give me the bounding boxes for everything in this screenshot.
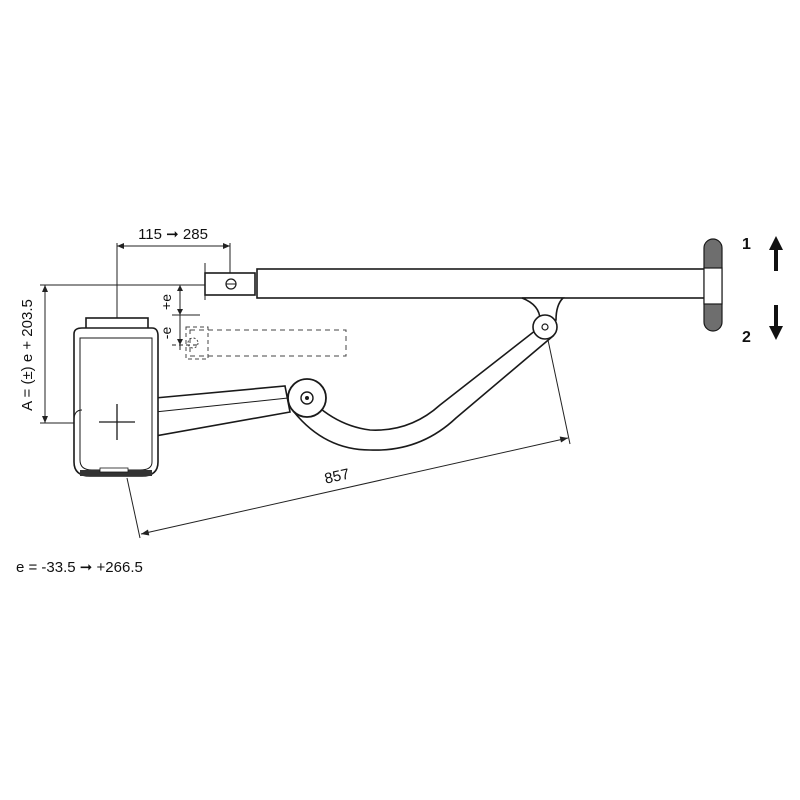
minus-e-label: -e [158,327,174,340]
direction-1-label: 1 [742,236,751,253]
arrow-up-icon [769,236,783,271]
wall-bracket [703,238,723,332]
arm-length-dimension: 857 [126,339,571,539]
curved-arm [293,297,565,451]
straight-arm [154,378,327,437]
plus-e-label: +e [158,294,174,310]
offset-dimension: 115 ➞ 285 [116,226,231,330]
mounting-bar [204,263,713,300]
arm-pivot-icon [532,314,558,340]
height-formula-label: A = (±) e + 203.5 [19,299,36,411]
direction-2-label: 2 [742,329,751,346]
motor-housing [73,317,159,477]
arm-length-label: 857 [323,466,351,488]
arrow-down-icon [769,305,783,340]
alternate-position-outline [185,326,347,360]
offset-range-label: 115 ➞ 285 [138,226,208,243]
height-dimension: A = (±) e + 203.5 [19,284,205,424]
e-offset-dimension: +e -e [158,285,200,350]
e-range-label: e = -33.5 ➞ +266.5 [16,559,143,576]
direction-markers: 1 2 [742,236,783,346]
